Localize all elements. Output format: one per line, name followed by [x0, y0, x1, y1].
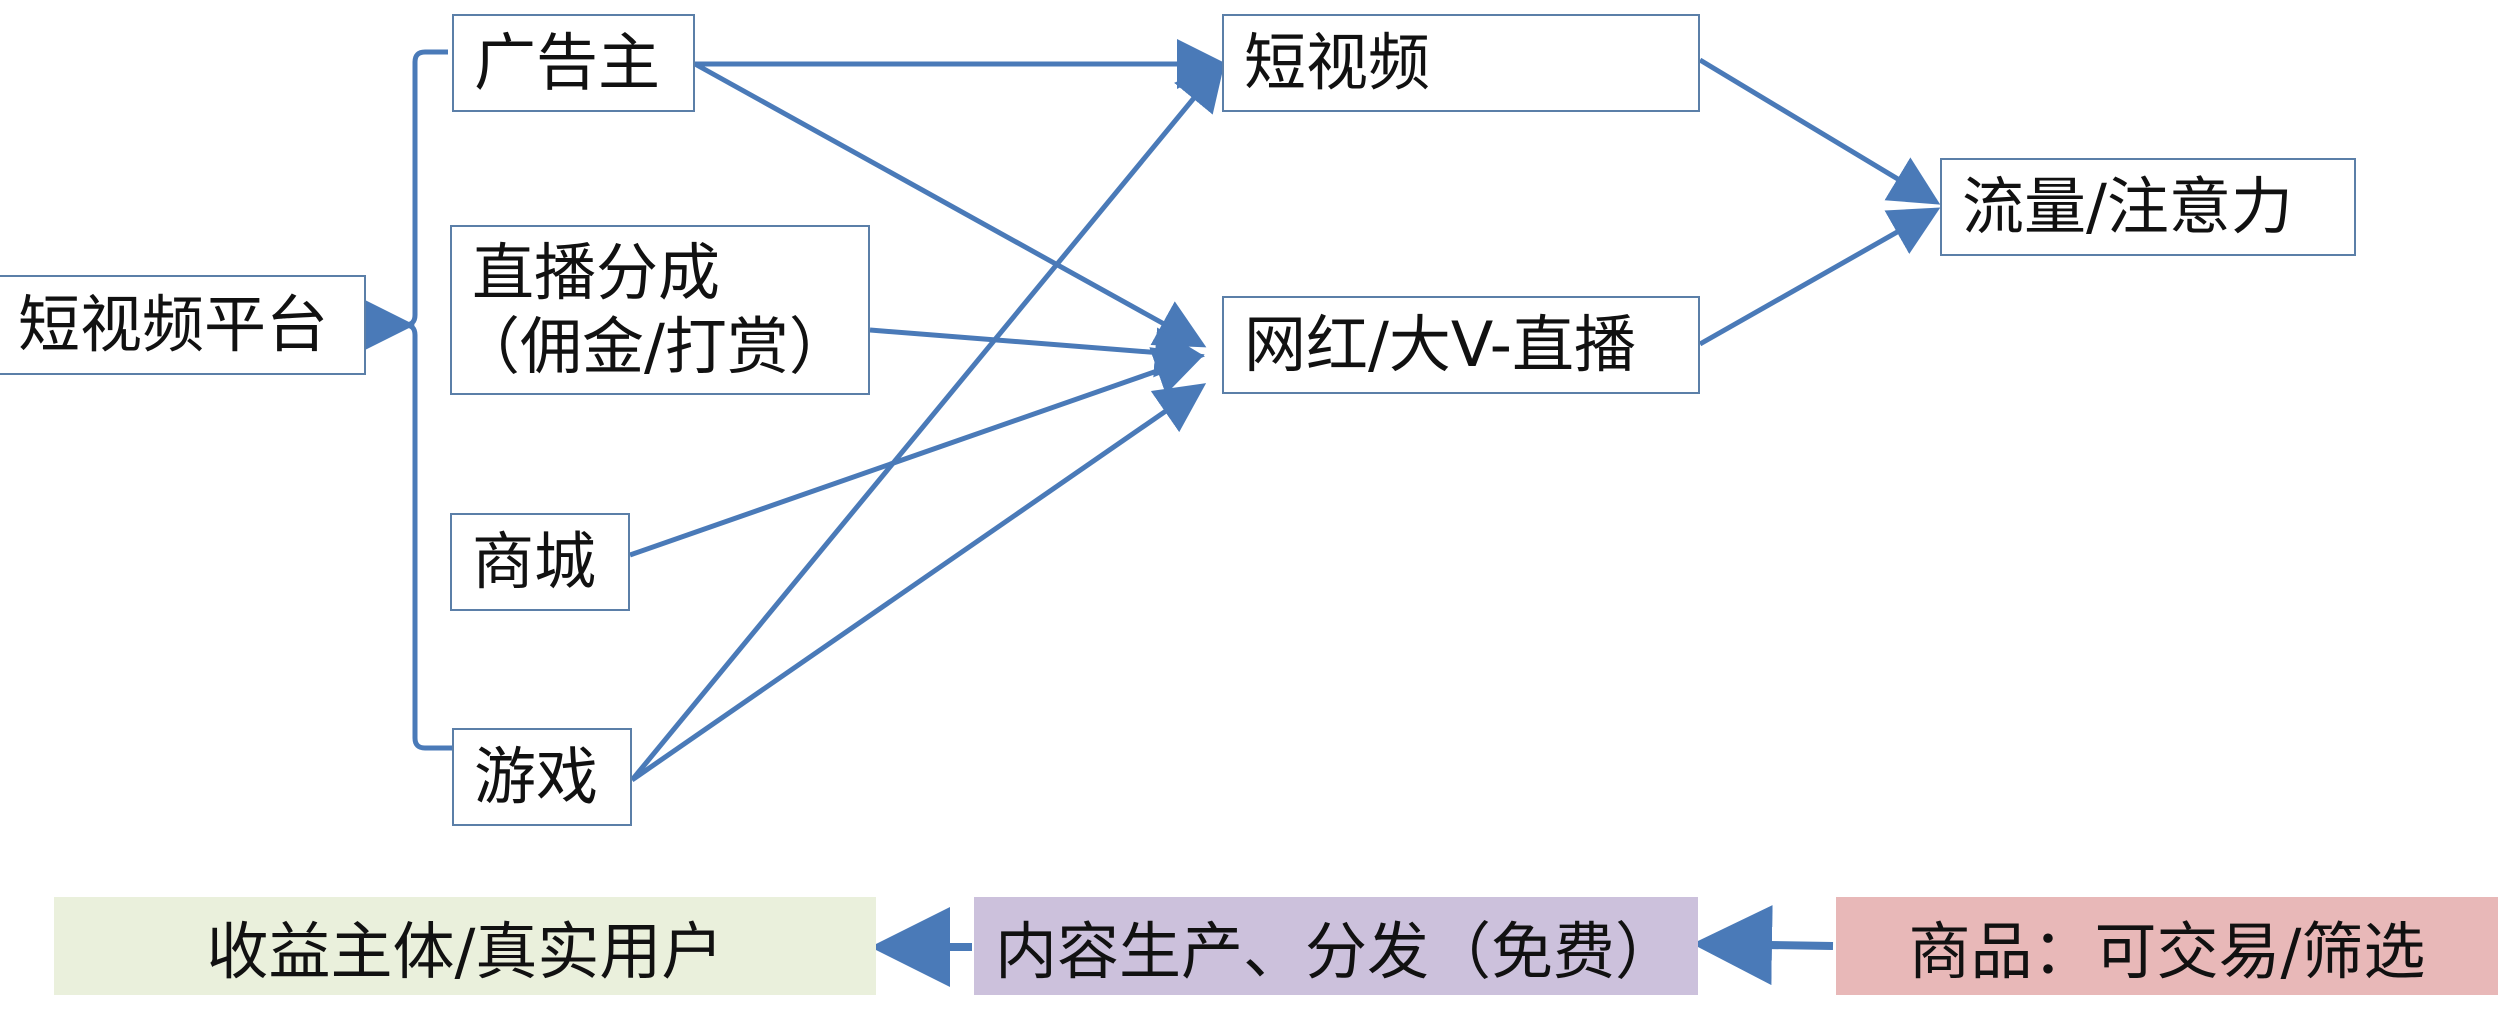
live-share-label-line1: 直播分成 — [472, 235, 721, 309]
influencer-live-box: 网红/大V-直播 — [1222, 296, 1700, 394]
advertiser-box: 广告主 — [452, 14, 695, 112]
short-video-box: 短视频 — [1222, 14, 1700, 112]
arrow-game-influencer — [630, 383, 1207, 783]
goods-label: 商品：可交易/筛选 — [1908, 915, 2426, 988]
mall-label: 商城 — [472, 524, 597, 598]
goods-bar: 商品：可交易/筛选 — [1836, 897, 2498, 995]
short-video-label: 短视频 — [1244, 25, 1431, 99]
platform-label: 短视频平台 — [18, 287, 329, 361]
influencer-live-label: 网红/大V-直播 — [1244, 307, 1637, 381]
arrow-goods-content — [1692, 905, 1834, 986]
arrow-advertiser-influencer — [693, 61, 1207, 348]
traffic-label: 流量/注意力 — [1962, 169, 2293, 243]
content-bar: 内容生产、分发（免费） — [974, 897, 1698, 995]
revenue-label: 收益主体/真实用户 — [206, 915, 724, 988]
live-share-label-line2: （佣金/打赏） — [458, 310, 851, 383]
game-box: 游戏 — [452, 728, 632, 826]
platform-bracket — [340, 49, 452, 751]
platform-box: 短视频平台 — [0, 275, 366, 375]
live-share-box: 直播分成 （佣金/打赏） — [450, 225, 870, 395]
content-label: 内容生产、分发（免费） — [994, 915, 1677, 988]
mall-box: 商城 — [450, 513, 630, 611]
arrow-influencer-traffic — [1698, 207, 1941, 347]
advertiser-label: 广告主 — [474, 25, 661, 99]
revenue-bar: 收益主体/真实用户 — [54, 897, 876, 995]
arrow-mall-influencer — [629, 347, 1205, 558]
arrow-liveshare-influencer — [869, 327, 1205, 378]
arrow-game-shortvideo — [630, 60, 1226, 782]
game-label: 游戏 — [474, 739, 599, 813]
traffic-box: 流量/注意力 — [1940, 158, 2356, 256]
arrow-shortvideo-traffic — [1698, 57, 1941, 205]
